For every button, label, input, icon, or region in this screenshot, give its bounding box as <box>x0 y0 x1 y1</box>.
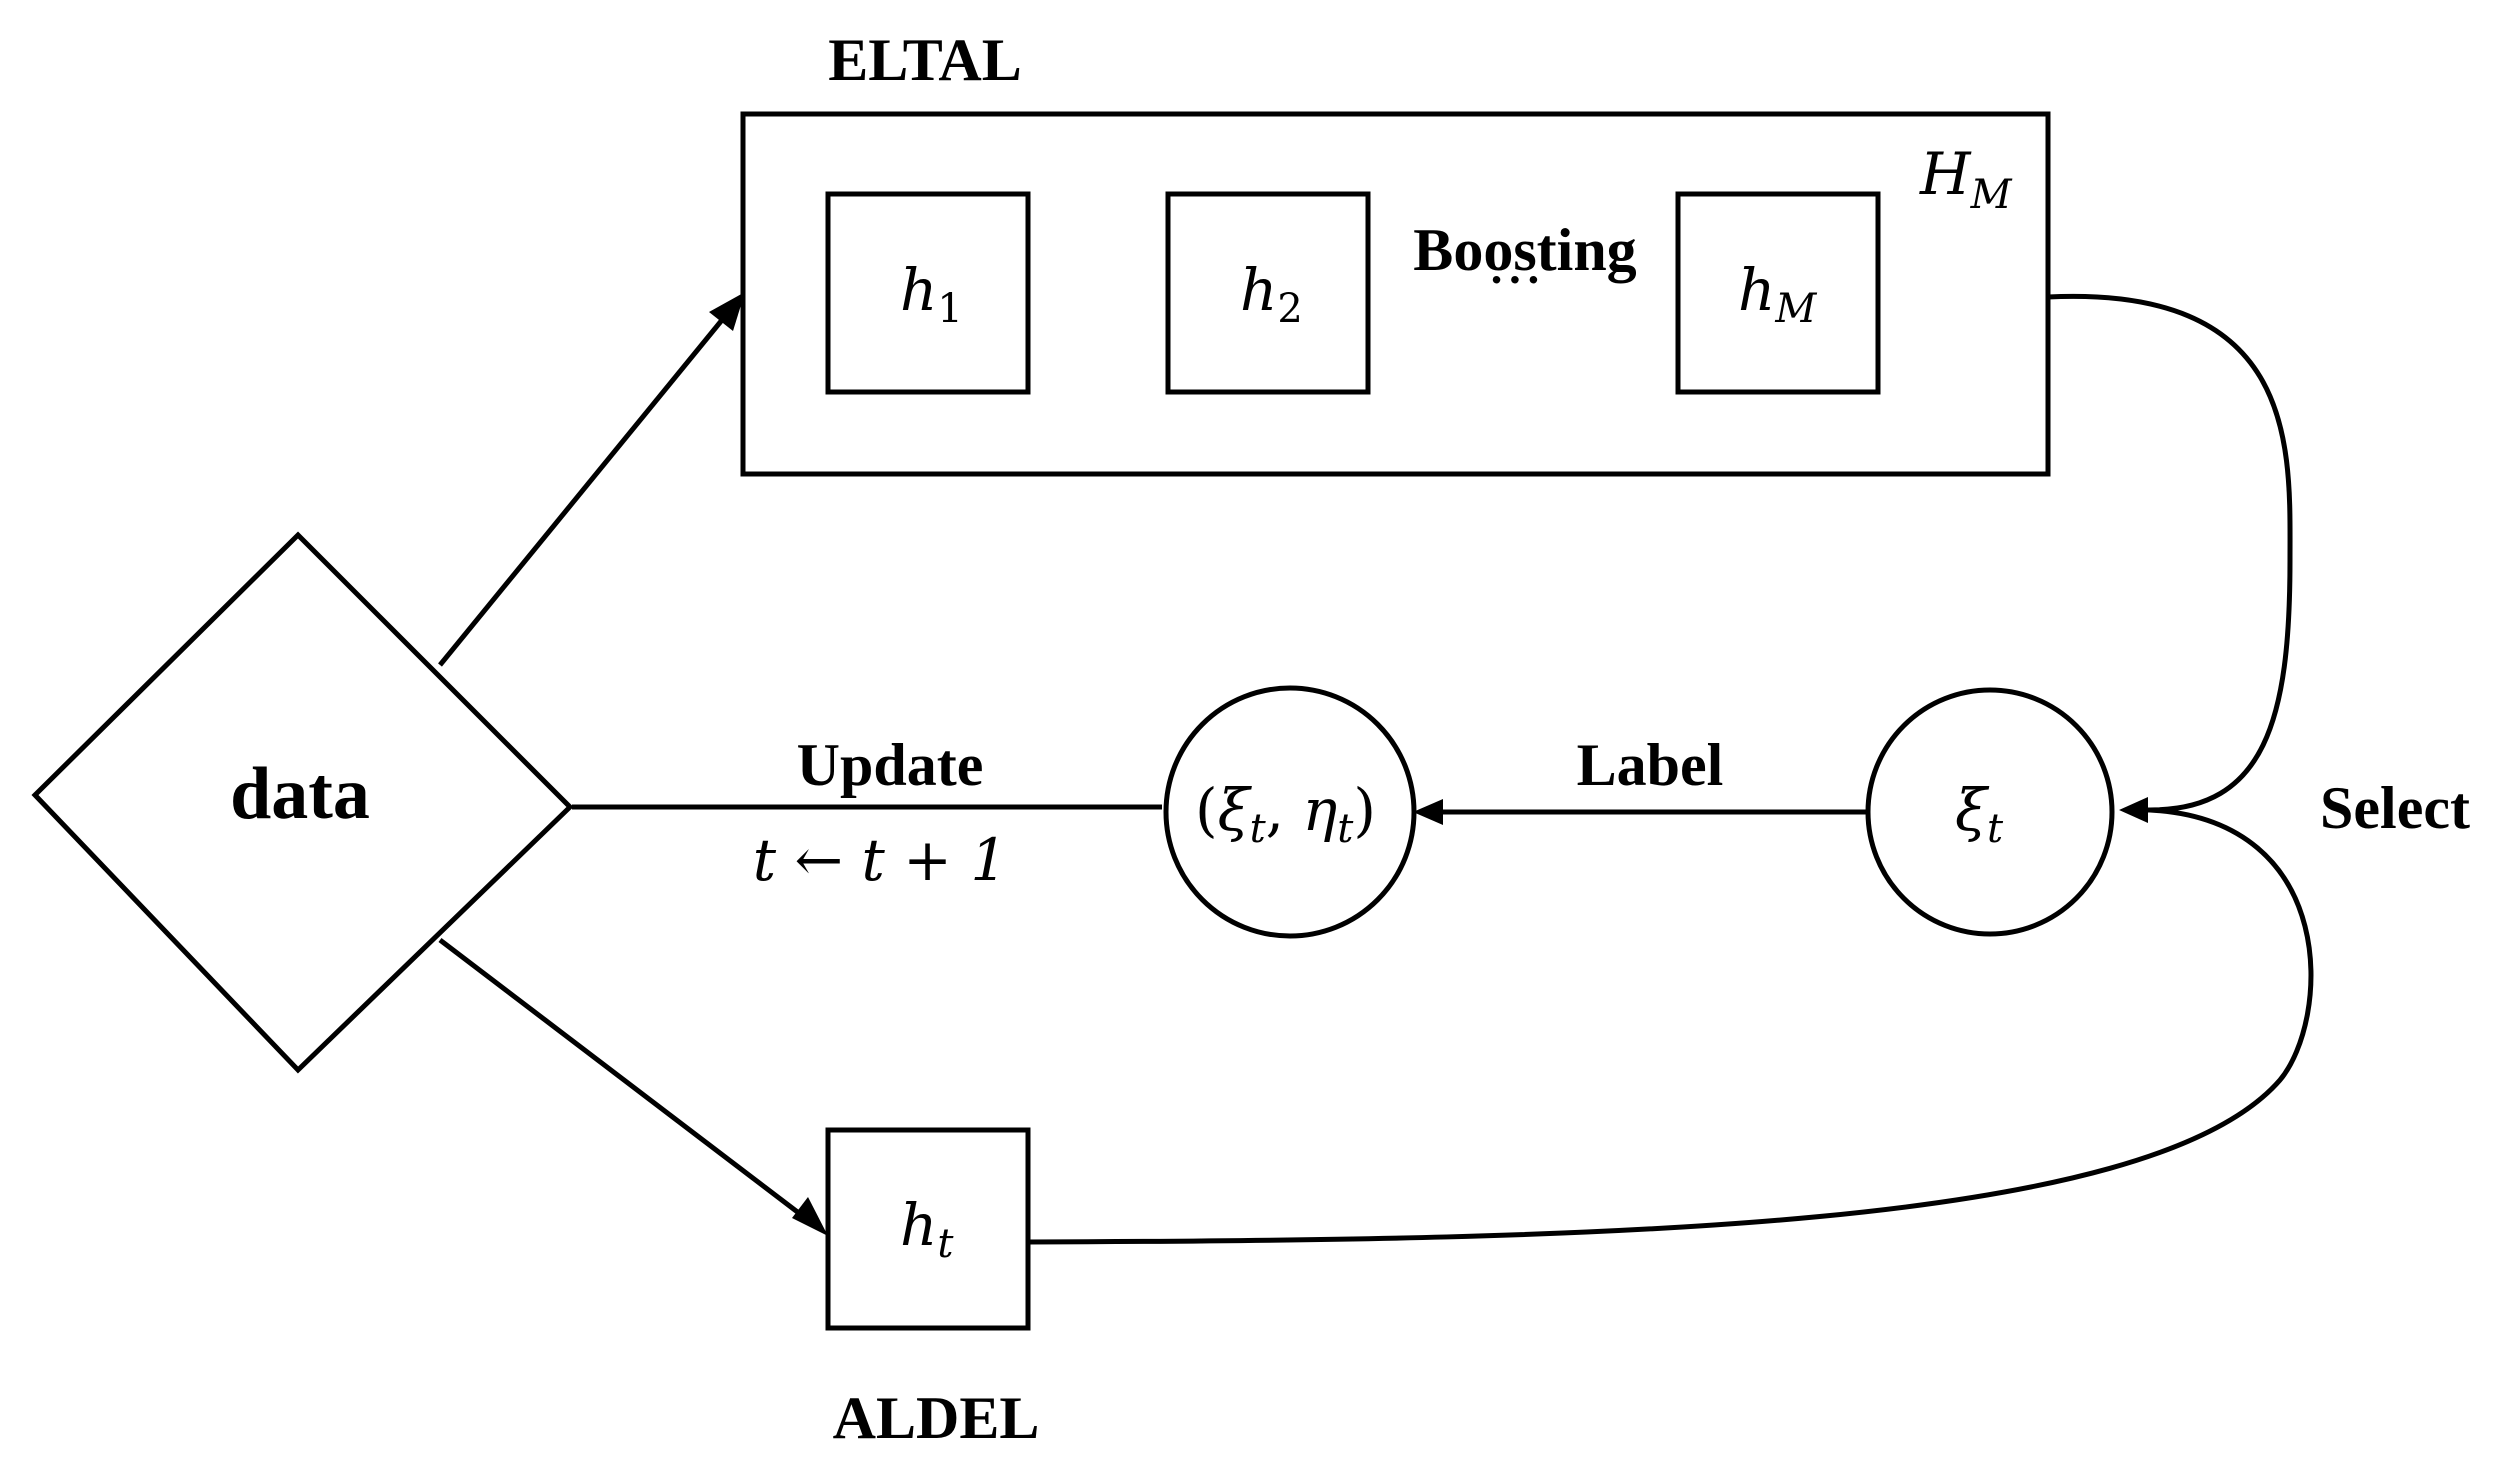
data-label: data <box>230 753 370 835</box>
labeled-pair-circle <box>1163 685 1417 939</box>
labeled-pair-label: (ξt, ηt) <box>1195 776 1376 852</box>
update-label: Update <box>797 732 984 798</box>
update-rule: t ← t + 1 <box>753 826 1007 894</box>
boosting-ellipsis: ··· <box>1487 246 1542 314</box>
aldel-title: ALDEL <box>833 1385 1040 1451</box>
edge-ht-to-query <box>1027 807 2314 1245</box>
arrowhead-labeled <box>1413 799 1443 825</box>
learner-label-h1: h1 <box>900 256 963 332</box>
ensemble-symbol: HM <box>1919 140 2013 218</box>
data-diamond <box>31 531 574 1074</box>
eltal-title: ELTAL <box>828 27 1021 93</box>
learner-label-hM: hM <box>1738 256 1817 332</box>
learner-box-ht <box>825 1127 1031 1331</box>
learner-label-ht: ht <box>900 1191 954 1267</box>
query-point-circle <box>1865 687 2115 937</box>
learner-box-hM <box>1675 191 1881 395</box>
edge-data-to-ht <box>438 938 810 1222</box>
select-label: Select <box>2320 775 2470 841</box>
label-label: Label <box>1577 732 1724 798</box>
learner-box-h1 <box>825 191 1031 395</box>
edge-ensemble-to-query <box>2047 293 2293 813</box>
boosting-label: Boosting <box>1413 217 1636 283</box>
arrowhead-query-top <box>2119 797 2148 823</box>
learner-label-h2: h2 <box>1240 256 1303 332</box>
learner-box-h2 <box>1165 191 1371 395</box>
arrowhead-eltal <box>709 292 745 331</box>
query-point-label: ξt <box>1955 776 2004 852</box>
arrowhead-ht <box>792 1197 828 1236</box>
edge-data-to-eltal <box>438 318 724 667</box>
